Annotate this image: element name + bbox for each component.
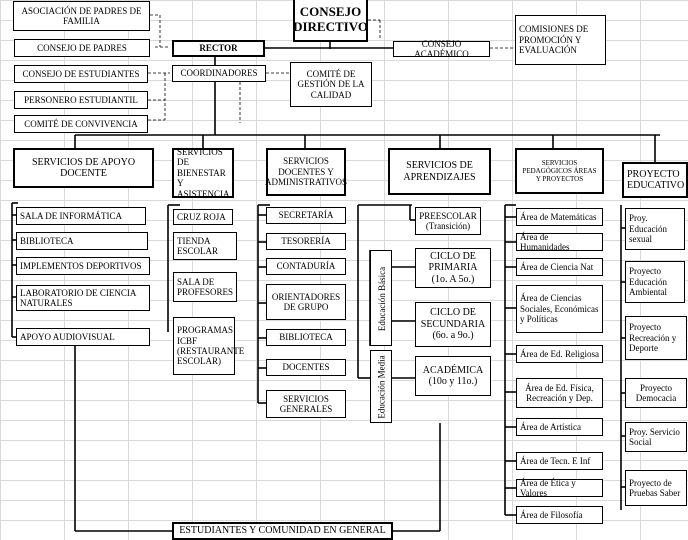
pedagogicos-item-religiosa: Área de Ed. Religiosa bbox=[516, 345, 603, 363]
pedagogicos-item-sociales: Área de Ciencias Sociales, Económicas y … bbox=[516, 285, 603, 333]
consejo-padres-box: CONSEJO DE PADRES bbox=[14, 39, 150, 57]
docentes-item-secretaria: SECRETARÍA bbox=[266, 207, 346, 224]
academica-box: ACADÉMICA (10o y 11o.) bbox=[415, 356, 491, 396]
comite-convivencia-box: COMITÉ DE CONVIVENCIA bbox=[14, 115, 148, 133]
asociacion-padres-box: ASOCIACIÓN DE PADRES DE FAMILIA bbox=[13, 1, 150, 31]
proyecto-item-saber: Proyecto de Pruebas Saber bbox=[625, 470, 687, 506]
coordinadores-box: COORDINADORES bbox=[172, 65, 266, 82]
basica-label-box: Educación Básica bbox=[370, 250, 392, 346]
apoyo-docente-title: SERVICIOS DE APOYO DOCENTE bbox=[13, 148, 154, 188]
media-label-box: Educación Media bbox=[370, 350, 392, 423]
proyecto-item-ambiental: Proyecto Educación Ambiental bbox=[625, 261, 685, 303]
comisiones-box: COMISIONES DE PROMOCIÓN Y EVALUACIÓN bbox=[515, 15, 606, 65]
secundaria-box: CICLO DE SECUNDARIA (6o. a 9o.) bbox=[415, 302, 491, 347]
aprendizajes-title: SERVICIOS DE APRENDIZAJES bbox=[388, 148, 491, 195]
docentes-item-tesoreria: TESORERÍA bbox=[266, 233, 346, 250]
proyecto-item-democracia: Proyecto Democacia bbox=[625, 378, 687, 408]
preescolar-label: PREESCOLAR bbox=[419, 210, 477, 221]
consejo-directivo-box: CONSEJO DIRECTIVO bbox=[293, 0, 368, 42]
preescolar-box: PREESCOLAR (Transición) bbox=[415, 207, 481, 235]
apoyo-item-audiovisual: APOYO AUDIOVISUAL bbox=[16, 328, 150, 346]
pedagogicos-item-etica: Área de Ética y Valores bbox=[516, 478, 603, 498]
pedagogicos-title: SERVICIOS PEDAGÓGICOS ÁREAS Y PROYECTOS bbox=[515, 148, 604, 194]
proyecto-item-recreacion: Proyecto Recreación y Deporte bbox=[625, 316, 687, 360]
comite-calidad-box: COMITÉ DE GESTIÓN DE LA CALIDAD bbox=[290, 62, 372, 107]
pedagogicos-item-filosofia: Área de Filosofía bbox=[516, 506, 603, 524]
proyecto-item-sexual: Proy. Educación sexual bbox=[625, 208, 685, 250]
apoyo-item-laboratorio: LABORATORIO DE CIENCIA NATURALES bbox=[16, 285, 150, 311]
consejo-academico-box: CONSEJO ACADÉMICO bbox=[393, 39, 490, 59]
docentes-item-generales: SERVICIOS GENERALES bbox=[266, 390, 346, 418]
primaria-sub: (1o. A 5o.) bbox=[431, 273, 475, 285]
apoyo-item-deportivos: IMPLEMENTOS DEPORTIVOS bbox=[16, 257, 150, 275]
bienestar-item-profesores: SALA DE PROFESORES bbox=[173, 272, 237, 302]
pedagogicos-item-humanidades: Área de Humanidades bbox=[516, 232, 603, 252]
pedagogicos-item-artistica: Área de Artística bbox=[516, 418, 603, 436]
pedagogicos-item-ciencia-nat: Área de Ciencia Nat bbox=[516, 258, 603, 276]
proyecto-title: PROYECTO EDUCATIVO bbox=[622, 162, 688, 198]
media-label: Educación Media bbox=[376, 355, 387, 419]
pedagogicos-item-tecnologia: Área de Tecn. E Inf bbox=[516, 452, 603, 470]
bienestar-item-cruz-roja: CRUZ ROJA bbox=[173, 209, 233, 225]
estudiantes-comunidad-box: ESTUDIANTES Y COMUNIDAD EN GENERAL bbox=[172, 522, 393, 540]
apoyo-item-informatica: SALA DE INFORMÁTICA bbox=[16, 207, 146, 225]
pedagogicos-item-fisica: Área de Ed. Física, Recreación y Dep. bbox=[516, 378, 603, 408]
pedagogicos-item-matematicas: Área de Matemáticas bbox=[516, 208, 603, 226]
preescolar-sub: (Transición) bbox=[425, 221, 471, 231]
academica-sub: (10o y 11o.) bbox=[428, 376, 478, 387]
apoyo-item-biblioteca: BIBLIOTECA bbox=[16, 232, 148, 250]
bienestar-title: SERVICIOS DE BIENESTAR Y ASISTENCIA bbox=[172, 147, 234, 199]
secundaria-sub: (6o. a 9o.) bbox=[432, 330, 474, 342]
docentes-item-contaduria: CONTADURÍA bbox=[266, 258, 346, 275]
personero-box: PERSONERO ESTUDIANTIL bbox=[14, 91, 148, 109]
bienestar-item-icbf: PROGRAMAS ICBF (RESTAURANTE ESCOLAR) bbox=[173, 317, 244, 375]
primaria-box: CICLO DE PRIMARIA (1o. A 5o.) bbox=[415, 248, 491, 288]
consejo-estudiantes-box: CONSEJO DE ESTUDIANTES bbox=[14, 65, 148, 83]
docentes-item-orientadores: ORIENTADORES DE GRUPO bbox=[266, 284, 346, 320]
academica-label: ACADÉMICA bbox=[422, 364, 484, 376]
secundaria-label: CICLO DE SECUNDARIA bbox=[420, 307, 486, 330]
primaria-label: CICLO DE PRIMARIA bbox=[428, 250, 478, 274]
rector-box: RECTOR bbox=[172, 40, 265, 57]
basica-label: Educación Básica bbox=[376, 266, 387, 332]
docentes-item-docentes: DOCENTES bbox=[266, 359, 346, 376]
bienestar-item-tienda: TIENDA ESCOLAR bbox=[173, 232, 237, 260]
consejo-directivo-label: CONSEJO DIRECTIVO bbox=[293, 4, 368, 34]
proyecto-item-social: Proy. Servicio Social bbox=[625, 422, 687, 452]
docentes-admin-title: SERVICIOS DOCENTES Y ADMINISTRATIVOS bbox=[265, 148, 347, 196]
docentes-item-biblioteca: BIBLIOTECA bbox=[266, 329, 346, 346]
